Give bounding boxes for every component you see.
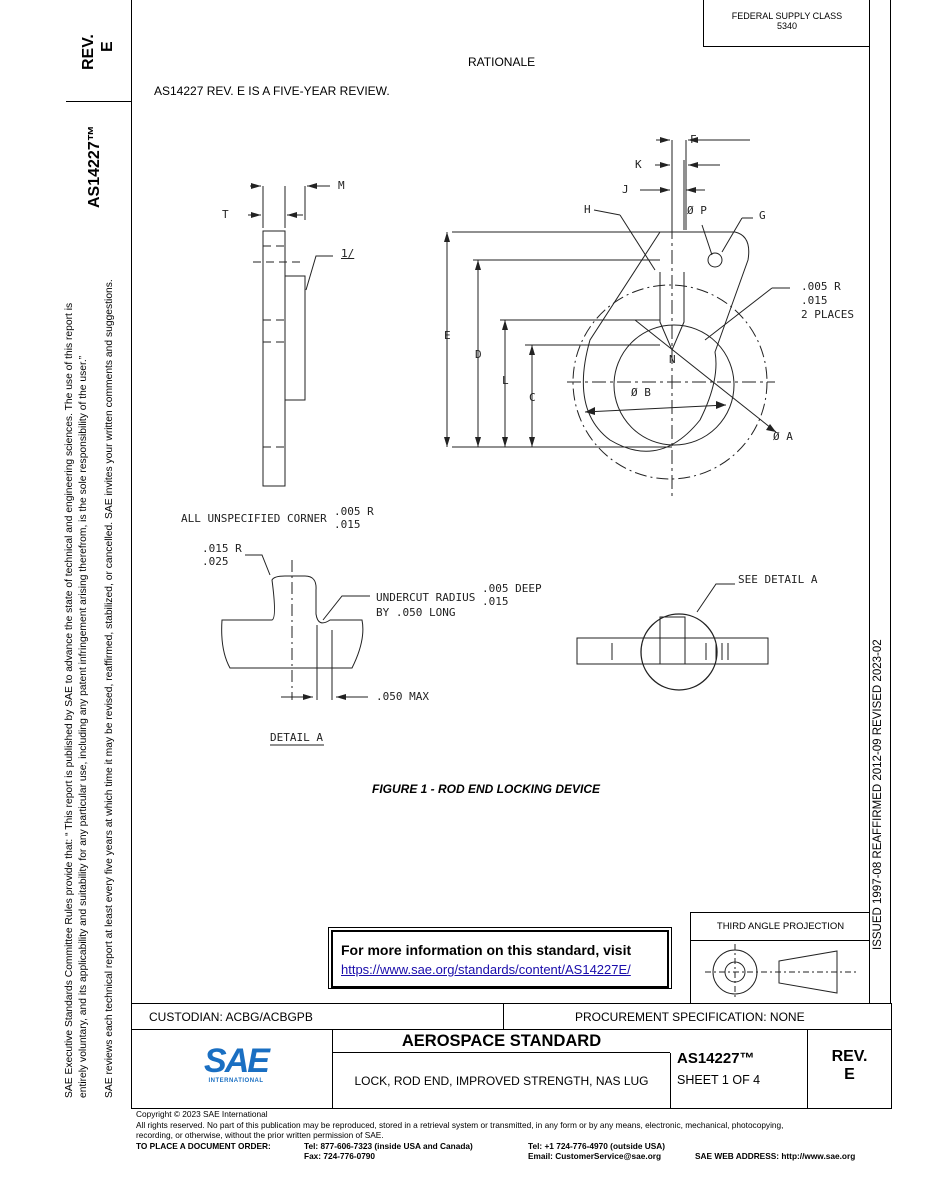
sae-logo-sub: INTERNATIONAL xyxy=(208,1078,264,1084)
rev-cell: REV. E xyxy=(808,1030,891,1108)
figure-caption: FIGURE 1 - ROD END LOCKING DEVICE xyxy=(372,782,601,796)
sae-logo: SAE INTERNATIONAL xyxy=(202,1044,270,1084)
standard-title: LOCK, ROD END, IMPROVED STRENGTH, NAS LU… xyxy=(354,1074,649,1088)
custodian-cell: CUSTODIAN: ACBG/ACBGPB xyxy=(132,1004,504,1030)
info-text: For more information on this standard, v… xyxy=(341,942,632,958)
procurement-cell: PROCUREMENT SPECIFICATION: NONE xyxy=(504,1004,891,1030)
dim-label-f: F xyxy=(690,133,697,146)
fax: Fax: 724-776-0790 xyxy=(304,1151,376,1161)
tel-intl: Tel: +1 724-776-4970 (outside USA) xyxy=(528,1140,666,1151)
frame-left xyxy=(131,0,132,1003)
detail-radius-top: .015 xyxy=(202,542,229,555)
custodian-text: CUSTODIAN: ACBG/ACBGPB xyxy=(149,1010,313,1024)
info-link[interactable]: https://www.sae.org/standards/content/AS… xyxy=(341,962,631,977)
dim-label-c: C xyxy=(529,391,536,404)
dim-label-e: E xyxy=(444,329,451,342)
standard-type: AEROSPACE STANDARD xyxy=(401,1032,602,1050)
detail-radius-bottom: .025 xyxy=(202,555,229,568)
standard-type-cell: AEROSPACE STANDARD xyxy=(333,1030,670,1053)
rationale-text: AS14227 REV. E IS A FIVE-YEAR REVIEW. xyxy=(154,84,390,98)
projection-label: THIRD ANGLE PROJECTION xyxy=(691,913,870,941)
doc-number-cell: AS14227™ SHEET 1 OF 4 xyxy=(671,1030,808,1108)
dim-label-a: Ø A xyxy=(773,430,793,443)
sheet-number: SHEET 1 OF 4 xyxy=(677,1073,761,1087)
corner-r: R xyxy=(367,505,374,518)
undercut-values: .005 DEEP .015 xyxy=(482,582,542,608)
detail-a-title: DETAIL A xyxy=(270,731,323,744)
radius-bottom: .015 xyxy=(801,294,828,307)
email[interactable]: Email: CustomerService@sae.org xyxy=(528,1151,662,1161)
supply-class-box: FEDERAL SUPPLY CLASS 5340 xyxy=(703,0,870,47)
rev-box: REV. E xyxy=(66,0,131,102)
undercut-line-2: BY .050 LONG xyxy=(376,606,456,619)
title-block: CUSTODIAN: ACBG/ACBGPB PROCUREMENT SPECI… xyxy=(131,1003,892,1109)
dim-label-d: D xyxy=(475,348,482,361)
web-address[interactable]: SAE WEB ADDRESS: http://www.sae.org xyxy=(695,1151,856,1161)
footer: Copyright © 2023 SAE International All r… xyxy=(136,1109,896,1163)
corner-note: ALL UNSPECIFIED CORNER xyxy=(181,512,327,525)
radius-note: .005 R .015 2 PLACES xyxy=(801,280,854,322)
block-rev-value: E xyxy=(844,1066,855,1083)
undercut-line-1: UNDERCUT RADIUS xyxy=(376,591,476,604)
undercut-bottom: .015 xyxy=(482,595,509,608)
projection-box: THIRD ANGLE PROJECTION xyxy=(690,912,870,1004)
sae-logo-letters: SAE xyxy=(204,1042,270,1080)
radius-r: R xyxy=(834,280,841,293)
title-cell: LOCK, ROD END, IMPROVED STRENGTH, NAS LU… xyxy=(333,1053,671,1108)
projection-symbol xyxy=(705,944,859,1000)
dim-label-g: G xyxy=(759,209,766,222)
dim-label-k: K xyxy=(635,158,642,171)
rights-line-1: All rights reserved. No part of this pub… xyxy=(136,1119,784,1130)
block-rev-label: REV. xyxy=(831,1048,868,1065)
logo-cell: SAE INTERNATIONAL xyxy=(132,1030,333,1108)
dim-label-n: N xyxy=(669,353,676,366)
radius-top: .005 xyxy=(801,280,828,293)
dim-label-t: T xyxy=(222,208,229,221)
dim-label-j: J xyxy=(622,183,629,196)
detail-radius-r: R xyxy=(235,542,242,555)
supply-class-label: FEDERAL SUPPLY CLASS xyxy=(731,11,843,21)
rights-line-2: recording, or otherwise, without the pri… xyxy=(136,1130,384,1140)
block-doc-number: AS14227™ xyxy=(677,1050,755,1067)
side-view xyxy=(248,185,333,487)
supply-class-value: 5340 xyxy=(776,21,798,31)
corner-values: .005 R .015 xyxy=(334,505,374,531)
undercut-top: .005 xyxy=(482,582,509,595)
detail-a-view xyxy=(221,554,370,746)
max-note: .050 MAX xyxy=(376,690,429,703)
front-view xyxy=(446,139,790,500)
dim-label-p: Ø P xyxy=(687,204,707,217)
undercut-deep: DEEP xyxy=(515,582,542,595)
bottom-view xyxy=(576,583,769,691)
detail-radius: .015 R .025 xyxy=(202,542,242,568)
copyright: Copyright © 2023 SAE International xyxy=(136,1109,268,1119)
procurement-text: PROCUREMENT SPECIFICATION: NONE xyxy=(575,1010,805,1024)
dim-label-m: M xyxy=(338,179,345,192)
radius-places: 2 PLACES xyxy=(801,308,854,321)
undercut-note: UNDERCUT RADIUS BY .050 LONG xyxy=(376,590,475,620)
note-label-1: 1/ xyxy=(341,247,355,260)
dim-label-h: H xyxy=(584,203,591,216)
rationale-title: RATIONALE xyxy=(468,55,536,69)
info-box: For more information on this standard, v… xyxy=(328,927,672,989)
dim-label-b: Ø B xyxy=(631,386,651,399)
see-detail-note: SEE DETAIL A xyxy=(738,573,818,586)
tel-us: Tel: 877-606-7323 (inside USA and Canada… xyxy=(304,1140,473,1151)
dim-label-l: L xyxy=(502,374,509,387)
frame-right-outer xyxy=(890,0,891,1003)
corner-bottom: .015 xyxy=(334,518,361,531)
engineering-drawing xyxy=(221,137,790,746)
corner-top: .005 xyxy=(334,505,361,518)
frame-right xyxy=(869,0,870,1003)
order-label: TO PLACE A DOCUMENT ORDER: xyxy=(136,1140,271,1151)
